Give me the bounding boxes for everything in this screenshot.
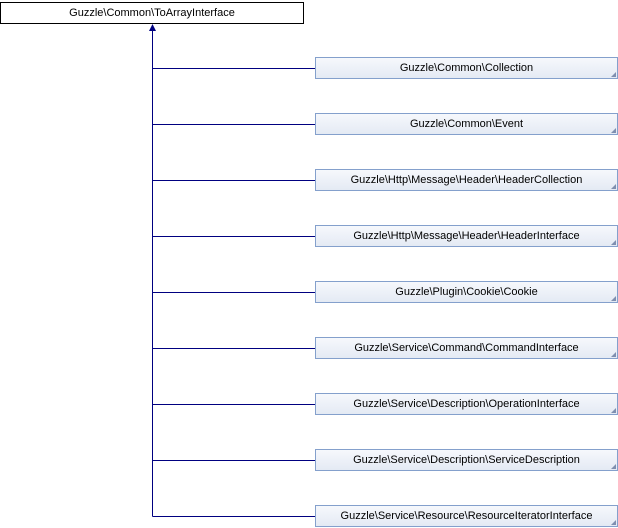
- derived-class-node[interactable]: Guzzle\Service\Resource\ResourceIterator…: [315, 505, 618, 527]
- arrowhead-icon: [149, 24, 156, 31]
- derived-class-node[interactable]: Guzzle\Plugin\Cookie\Cookie: [315, 281, 618, 303]
- derived-class-node[interactable]: Guzzle\Common\Event: [315, 113, 618, 135]
- derived-class-node[interactable]: Guzzle\Service\Description\OperationInte…: [315, 393, 618, 415]
- derived-class-node[interactable]: Guzzle\Service\Command\CommandInterface: [315, 337, 618, 359]
- derived-class-node[interactable]: Guzzle\Http\Message\Header\HeaderCollect…: [315, 169, 618, 191]
- base-class-node[interactable]: Guzzle\Common\ToArrayInterface: [0, 2, 304, 24]
- derived-class-node[interactable]: Guzzle\Service\Description\ServiceDescri…: [315, 449, 618, 471]
- derived-class-node[interactable]: Guzzle\Common\Collection: [315, 57, 618, 79]
- derived-class-node[interactable]: Guzzle\Http\Message\Header\HeaderInterfa…: [315, 225, 618, 247]
